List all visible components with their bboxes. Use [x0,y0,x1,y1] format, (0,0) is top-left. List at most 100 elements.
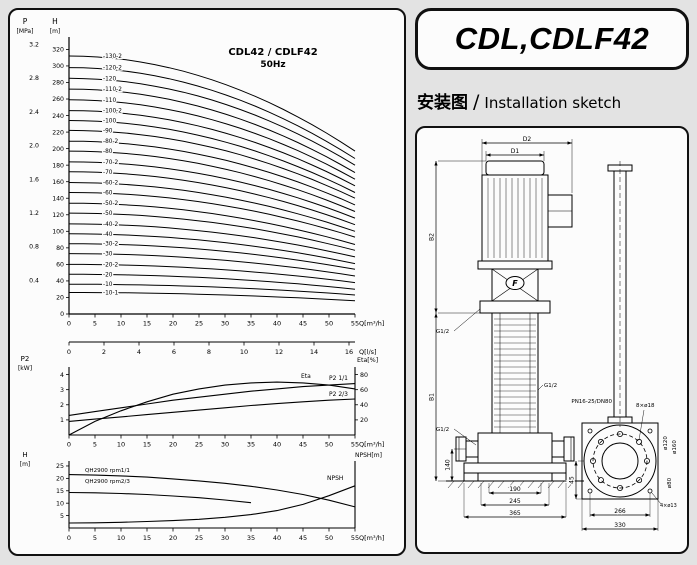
curve-label-100-2: -100-2 [103,109,122,115]
bolt8-label: 8×ø18 [636,403,655,409]
x-tick: 25 [195,441,203,449]
x2-tick: 6 [172,348,176,356]
curve-label-90: -90 [103,128,113,134]
h-tick: 240 [52,113,64,120]
dim-190-label: 190 [509,486,521,493]
curve-label-50: -50 [103,211,113,217]
curve-20 [69,273,356,290]
x-tick: 35 [247,534,255,542]
x-tick: 0 [67,320,71,328]
x-axis-label: Q[m³/h] [359,534,384,542]
p-tick: 2.4 [29,109,39,116]
eta-tick: 20 [360,417,368,424]
h-tick: 0 [60,311,64,318]
phi120-label: ø120 [663,436,669,450]
x-tick: 10 [117,320,125,328]
x-axis-label: Q[m³/h] [359,320,384,328]
x-tick: 55 [351,441,359,449]
label-p2-11: P2 1/1 [329,375,348,382]
dim-140-label: 140 [445,459,452,471]
x-tick: 5 [93,441,97,449]
h-tick: 140 [52,195,64,202]
p-axis-title: P [23,17,28,26]
x-tick: 35 [247,441,255,449]
dim-330-label: 330 [614,522,626,529]
curve-70-2 [68,161,356,219]
h3-tick: 10 [56,500,64,507]
p-tick: 2.8 [29,75,39,82]
x2-tick: 12 [275,348,283,356]
curve-label-100: -100 [103,119,116,125]
p2-tick: 1 [60,417,64,424]
curve-80-2 [68,140,356,206]
p-tick: 1.6 [29,176,39,183]
h3-tick: 20 [56,476,64,483]
x-tick: 30 [221,441,229,449]
label-qh-23: QH2900 rpm2/3 [85,479,130,485]
h-tick: 100 [52,229,64,236]
bolt4-label: 4×ø13 [660,503,677,509]
curve-label-60: -60 [103,190,113,196]
h-tick: 60 [56,262,64,269]
x-tick: 50 [325,320,333,328]
p-tick: 3.2 [29,41,39,48]
h-axis-title: H [52,17,58,26]
model-title: CDL,CDLF42 [454,21,650,56]
x-tick: 30 [221,320,229,328]
x2-axis-label: Q[l/s] [359,348,377,356]
x-tick: 15 [143,534,151,542]
label-p2-23: P2 2/3 [329,391,348,398]
curve-30 [68,253,356,277]
x-tick: 5 [93,320,97,328]
curve-130-2 [68,55,356,152]
curve-label-60-2: -60-2 [103,181,119,187]
curve-100-2 [68,110,356,187]
x-tick: 20 [169,320,177,328]
x-tick: 45 [299,534,307,542]
flange-spec-label: PN16-25/DN80 [571,399,612,405]
x-tick: 40 [273,534,281,542]
curve-label-20: -20 [103,272,113,278]
eta-tick: 40 [360,402,368,409]
x2-tick: 10 [240,348,248,356]
curve-label-50-2: -50-2 [103,201,119,207]
h-tick: 180 [52,162,64,169]
x-tick: 40 [273,441,281,449]
x-tick: 0 [67,441,71,449]
h-tick: 220 [52,129,64,136]
curve-QH2900-rpm1-1 [68,474,356,508]
chart-title: CDL42 / CDLF42 [228,47,317,58]
x-tick: 45 [299,320,307,328]
installation-heading-cn: 安装图 [417,93,468,113]
h3-tick: 5 [60,513,64,520]
curve-Eta [68,381,356,436]
curve-90 [68,129,356,199]
h-tick: 320 [52,47,64,54]
x-tick: 55 [351,534,359,542]
dim-245-label: 245 [509,498,521,505]
curve-10 [68,283,356,296]
h3-tick: 15 [56,488,64,495]
curve-60-2 [68,182,356,232]
p-tick: 0.8 [29,244,39,251]
pump-performance-charts: 0204060801001201401601802002202402602803… [17,17,385,542]
x-tick: 20 [169,441,177,449]
label-eta: Eta [301,373,311,380]
x-tick: 25 [195,534,203,542]
x2-tick: 0 [67,348,71,356]
curve-label-30: -30 [103,252,113,258]
p-tick: 0.4 [29,277,39,284]
dim-365-label: 365 [509,510,521,517]
dim-266-label: 266 [614,508,626,515]
eta-tick: 80 [360,372,368,379]
x2-tick: 16 [345,348,353,356]
model-title-box: CDL,CDLF42 [415,8,689,70]
p2-axis-title: P2 [21,355,30,363]
h3-axis-title: H [22,451,27,459]
p2-tick: 2 [60,402,64,409]
x-tick: 25 [195,320,203,328]
installation-heading-separator: / [473,91,480,113]
